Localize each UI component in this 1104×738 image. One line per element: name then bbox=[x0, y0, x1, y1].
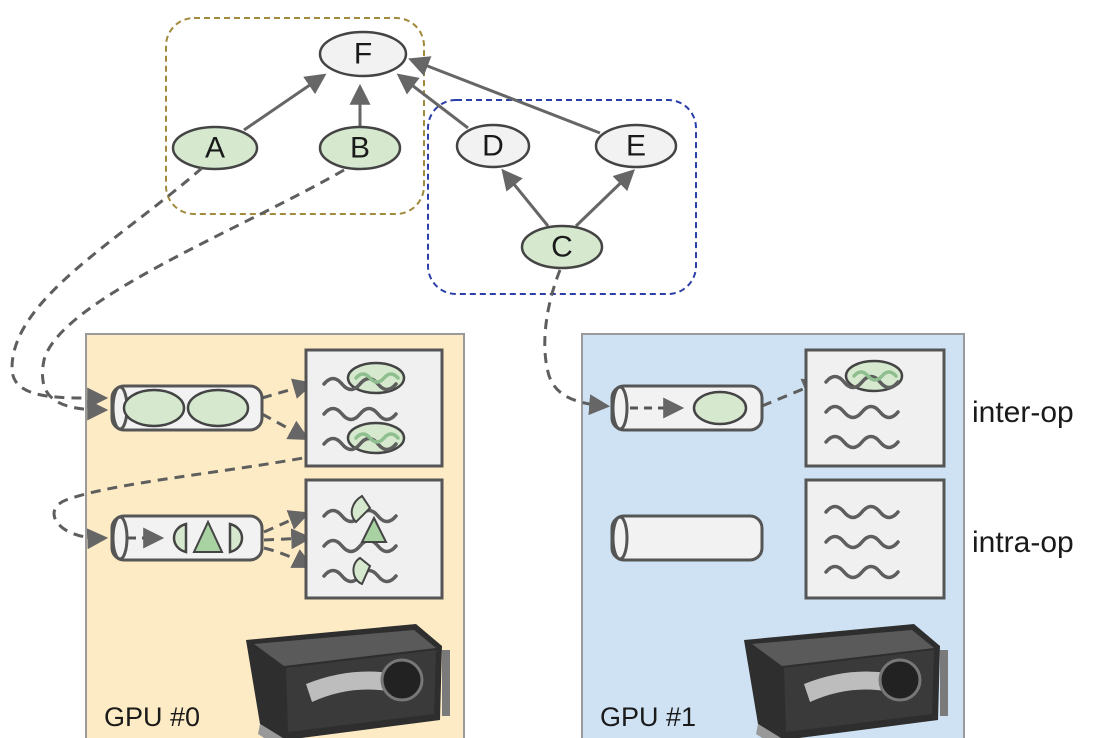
graph-node-d: D bbox=[455, 123, 531, 169]
thread-panel-gpu0-intra bbox=[304, 478, 444, 600]
graph-edges bbox=[243, 56, 636, 228]
group-box-gold bbox=[165, 17, 425, 215]
edge-e-f bbox=[408, 56, 601, 135]
dispatch-intra-3 bbox=[263, 546, 314, 568]
queue-cylinder-icon bbox=[110, 514, 264, 562]
graph-node-b: B bbox=[318, 125, 402, 171]
thread-panel-gpu1-inter bbox=[804, 348, 946, 468]
edge-c-d bbox=[501, 168, 550, 227]
svg-text:C: C bbox=[551, 231, 573, 264]
gpu0-label: GPU #0 bbox=[104, 702, 200, 732]
inter-op-label: inter-op bbox=[972, 396, 1074, 429]
graph-node-a: A bbox=[171, 125, 259, 171]
thread-panel-gpu0-inter bbox=[304, 348, 444, 468]
gpu1-label: GPU #1 bbox=[600, 702, 696, 732]
edge-d-f bbox=[396, 73, 469, 130]
dispatch-gpu0-intra bbox=[52, 446, 353, 550]
queue-cylinder-icon bbox=[110, 384, 264, 432]
svg-text:D: D bbox=[482, 130, 504, 163]
dispatch-a bbox=[10, 166, 203, 409]
queue-cylinder-icon bbox=[610, 514, 764, 562]
svg-text:A: A bbox=[205, 132, 225, 165]
edge-c-e bbox=[574, 169, 636, 228]
graph-node-f: F bbox=[318, 30, 408, 78]
dispatch-intra-2 bbox=[263, 528, 313, 550]
svg-text:E: E bbox=[626, 130, 646, 163]
dispatch-q0-panel1-b bbox=[261, 412, 310, 441]
dispatch-q0-panel1 bbox=[261, 378, 315, 400]
gpu-card-icon bbox=[246, 624, 450, 738]
dispatch-c bbox=[543, 269, 611, 416]
group-box-blue bbox=[427, 99, 697, 295]
dispatch-arrows bbox=[10, 166, 824, 568]
intra-op-label: intra-op bbox=[972, 526, 1074, 559]
edge-a-f bbox=[243, 73, 327, 132]
gpu-card-icon bbox=[744, 624, 948, 738]
dispatch-b bbox=[41, 168, 345, 421]
svg-text:B: B bbox=[350, 132, 370, 165]
queue-cylinder-icon bbox=[610, 384, 764, 432]
svg-text:F: F bbox=[354, 38, 372, 71]
thread-panel-gpu1-intra bbox=[804, 478, 946, 600]
dispatch-intra-1 bbox=[263, 510, 310, 534]
graph-node-e: E bbox=[594, 123, 678, 169]
graph-node-c: C bbox=[520, 224, 604, 270]
